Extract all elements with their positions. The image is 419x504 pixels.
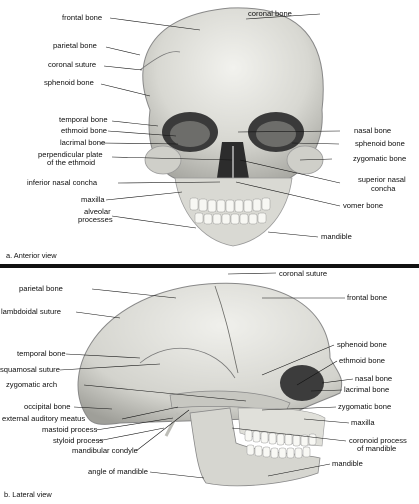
label-coronal-suture: coronal suture: [48, 61, 96, 69]
label-lambdoidal-suture: lambdoidal suture: [1, 308, 61, 316]
label-zygomatic-arch: zygomatic arch: [6, 381, 57, 389]
label-squamosal-suture: squamosal suture: [0, 366, 60, 374]
label-lacrimal-bone: lacrimal bone: [60, 139, 105, 147]
caption-lateral: b. Lateral view: [4, 490, 52, 499]
label-processes: processes: [78, 216, 113, 224]
label-nasal-bone: nasal bone: [354, 127, 391, 135]
label-zygomatic-bone: zygomatic bone: [353, 155, 406, 163]
label-parietal-bone-lateral: parietal bone: [19, 285, 63, 293]
label-external-auditory-meatus: external auditory meatus: [2, 415, 85, 423]
label-mandible-lateral: mandible: [332, 460, 363, 468]
label-inferior-nasal-concha: inferior nasal concha: [27, 179, 97, 187]
label-sphenoid-bone-left: sphenoid bone: [44, 79, 94, 87]
label-occipital-bone: occipital bone: [24, 403, 70, 411]
label-superior-nasal: superior nasal: [358, 176, 406, 184]
label-concha: concha: [371, 185, 396, 193]
lateral-view-panel: parietal bone lambdoidal suture temporal…: [0, 268, 419, 504]
label-of-mandible: of mandible: [357, 445, 396, 453]
anterior-view-panel: frontal bone parietal bone coronal sutur…: [0, 0, 419, 265]
label-mandible-top: mandible: [321, 233, 352, 241]
label-temporal-bone-lateral: temporal bone: [17, 350, 66, 358]
label-maxilla-lateral: maxilla: [351, 419, 375, 427]
label-coronal-suture-lateral: coronal suture: [279, 270, 327, 278]
label-styloid-process: styloid process: [53, 437, 103, 445]
label-parietal-bone: parietal bone: [53, 42, 97, 50]
caption-anterior: a. Anterior view: [6, 251, 57, 260]
label-maxilla: maxilla: [81, 196, 105, 204]
label-angle-of-mandible: angle of mandible: [88, 468, 148, 476]
label-mastoid-process: mastoid process: [42, 426, 97, 434]
label-zygomatic-bone-lateral: zygomatic bone: [338, 403, 391, 411]
label-sphenoid-bone-right: sphenoid bone: [355, 140, 405, 148]
label-lacrimal-bone-lateral: lacrimal bone: [344, 386, 389, 394]
label-frontal-bone: frontal bone: [62, 14, 102, 22]
label-vomer-bone: vomer bone: [343, 202, 383, 210]
label-coronal-suture-right: coronal bone: [248, 10, 292, 18]
label-frontal-bone-lateral: frontal bone: [347, 294, 387, 302]
label-perpendicular-plate-2: of the ethmoid: [47, 159, 95, 167]
label-ethmoid-bone-lateral: ethmoid bone: [339, 357, 385, 365]
label-temporal-bone: temporal bone: [59, 116, 108, 124]
label-mandibular-condyle: mandibular condyle: [72, 447, 138, 455]
label-ethmoid-bone: ethmoid bone: [61, 127, 107, 135]
label-nasal-bone-lateral: nasal bone: [355, 375, 392, 383]
label-sphenoid-bone-lateral: sphenoid bone: [337, 341, 387, 349]
